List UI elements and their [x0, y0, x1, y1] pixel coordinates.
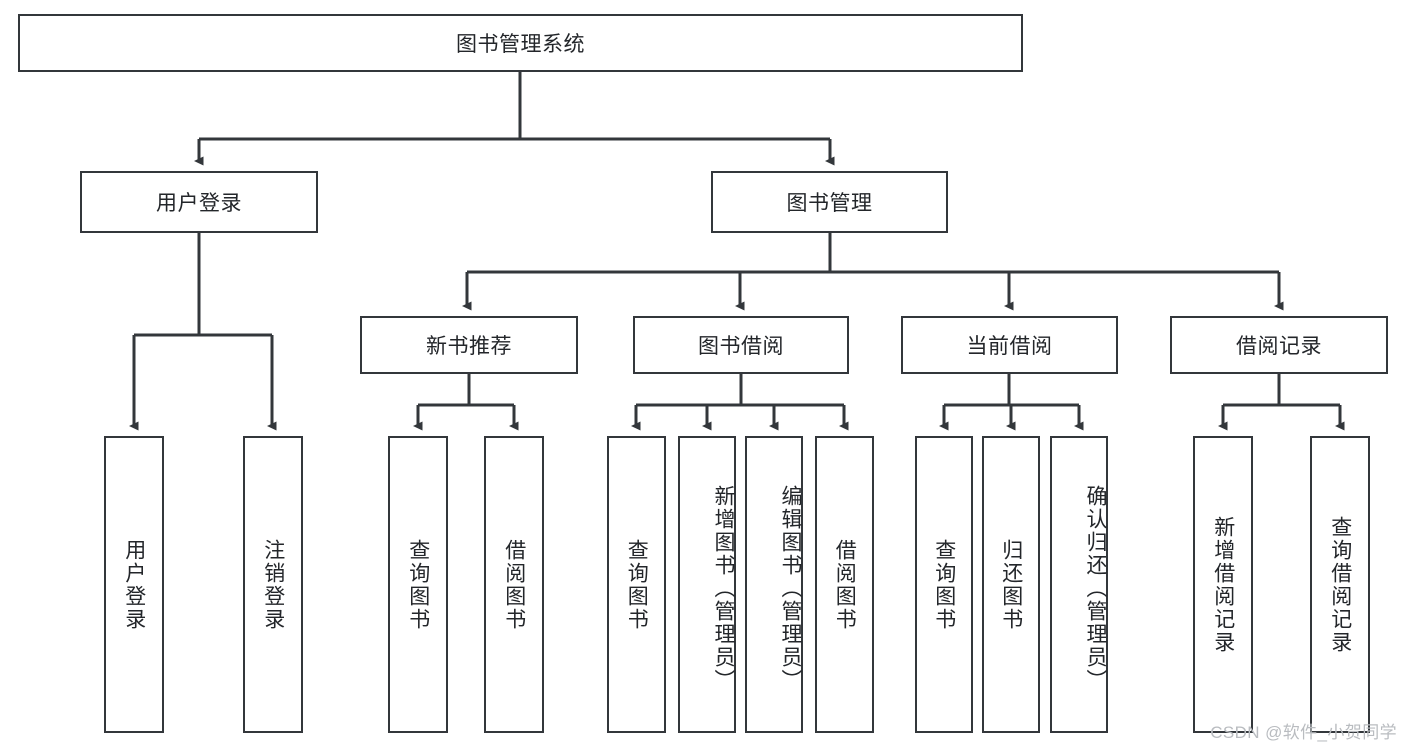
node-new-book-recommend[interactable]: 新书推荐 [360, 316, 578, 374]
node-nbr-borrow-book-label: 借阅图书 [502, 538, 526, 631]
node-cb-confirm-return-label: 确认归还（管理员） [1084, 485, 1107, 692]
node-user-login-do[interactable]: 用户登录 [104, 436, 164, 733]
node-cb-return-book-label: 归还图书 [999, 538, 1023, 631]
node-bb-edit-book-label: 编辑图书（管理员） [779, 485, 802, 692]
node-bb-add-book-label: 新增图书（管理员） [712, 485, 735, 692]
node-book-management[interactable]: 图书管理 [711, 171, 948, 233]
node-br-query-record[interactable]: 查询借阅记录 [1310, 436, 1370, 733]
node-user-login-label: 用户登录 [156, 192, 242, 215]
node-cb-confirm-return[interactable]: 确认归还（管理员） [1050, 436, 1108, 733]
node-nbr-borrow-book[interactable]: 借阅图书 [484, 436, 544, 733]
watermark: CSDN @软件_小贺同学 [1210, 723, 1397, 742]
node-borrow-records-label: 借阅记录 [1236, 335, 1322, 358]
node-cb-return-book[interactable]: 归还图书 [982, 436, 1040, 733]
node-cb-query-book[interactable]: 查询图书 [915, 436, 973, 733]
node-user-login[interactable]: 用户登录 [80, 171, 318, 233]
node-user-logout[interactable]: 注销登录 [243, 436, 303, 733]
node-bb-borrow-book[interactable]: 借阅图书 [815, 436, 874, 733]
node-bb-borrow-book-label: 借阅图书 [833, 538, 857, 631]
node-borrow-records[interactable]: 借阅记录 [1170, 316, 1388, 374]
node-bb-query-book[interactable]: 查询图书 [607, 436, 666, 733]
node-br-add-record[interactable]: 新增借阅记录 [1193, 436, 1253, 733]
node-nbr-query-book-label: 查询图书 [406, 538, 430, 631]
node-user-login-do-label: 用户登录 [122, 538, 146, 631]
node-book-borrow-label: 图书借阅 [698, 335, 784, 358]
node-current-borrow-label: 当前借阅 [966, 335, 1053, 358]
node-current-borrow[interactable]: 当前借阅 [901, 316, 1118, 374]
node-bb-add-book[interactable]: 新增图书（管理员） [678, 436, 736, 733]
node-user-logout-label: 注销登录 [261, 538, 285, 631]
node-book-borrow[interactable]: 图书借阅 [633, 316, 849, 374]
node-book-management-label: 图书管理 [786, 192, 873, 215]
node-root-label: 图书管理系统 [456, 33, 585, 56]
node-br-add-record-label: 新增借阅记录 [1211, 515, 1235, 654]
node-cb-query-book-label: 查询图书 [932, 538, 956, 631]
node-bb-edit-book[interactable]: 编辑图书（管理员） [745, 436, 803, 733]
node-root[interactable]: 图书管理系统 [18, 14, 1023, 72]
node-bb-query-book-label: 查询图书 [625, 538, 649, 631]
node-new-book-recommend-label: 新书推荐 [426, 335, 512, 358]
node-nbr-query-book[interactable]: 查询图书 [388, 436, 448, 733]
node-br-query-record-label: 查询借阅记录 [1328, 515, 1352, 654]
